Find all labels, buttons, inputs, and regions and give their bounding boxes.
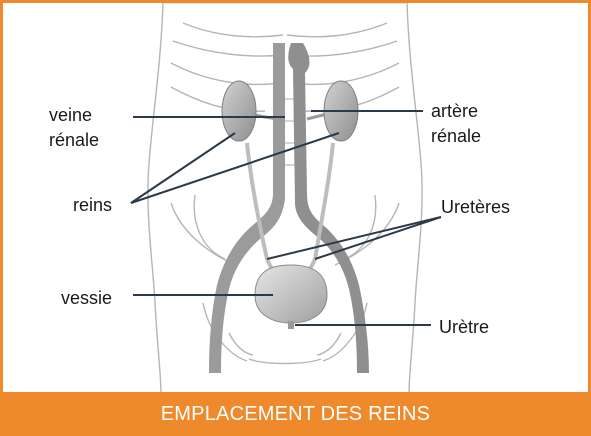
- label-ureteres: Uretères: [441, 195, 510, 220]
- label-veine-renale: veine rénale: [49, 103, 99, 153]
- ureters: [247, 143, 333, 283]
- label-vessie: vessie: [61, 286, 112, 311]
- leader-reins-right: [131, 133, 339, 203]
- label-veine-renale-line2: rénale: [49, 128, 99, 153]
- caption-title: EMPLACEMENT DES REINS: [161, 403, 430, 426]
- kidney-left: [222, 81, 256, 141]
- leader-ureteres-left: [267, 217, 441, 259]
- urethra: [288, 321, 294, 329]
- label-reins: reins: [73, 193, 112, 218]
- caption-banner: EMPLACEMENT DES REINS: [3, 392, 588, 436]
- label-uretre: Urètre: [439, 315, 489, 340]
- label-artere-renale-line1: artère: [431, 99, 481, 124]
- label-artere-renale: artère rénale: [431, 99, 481, 149]
- label-artere-renale-line2: rénale: [431, 124, 481, 149]
- label-veine-renale-line1: veine: [49, 103, 99, 128]
- leader-reins-left: [131, 133, 235, 203]
